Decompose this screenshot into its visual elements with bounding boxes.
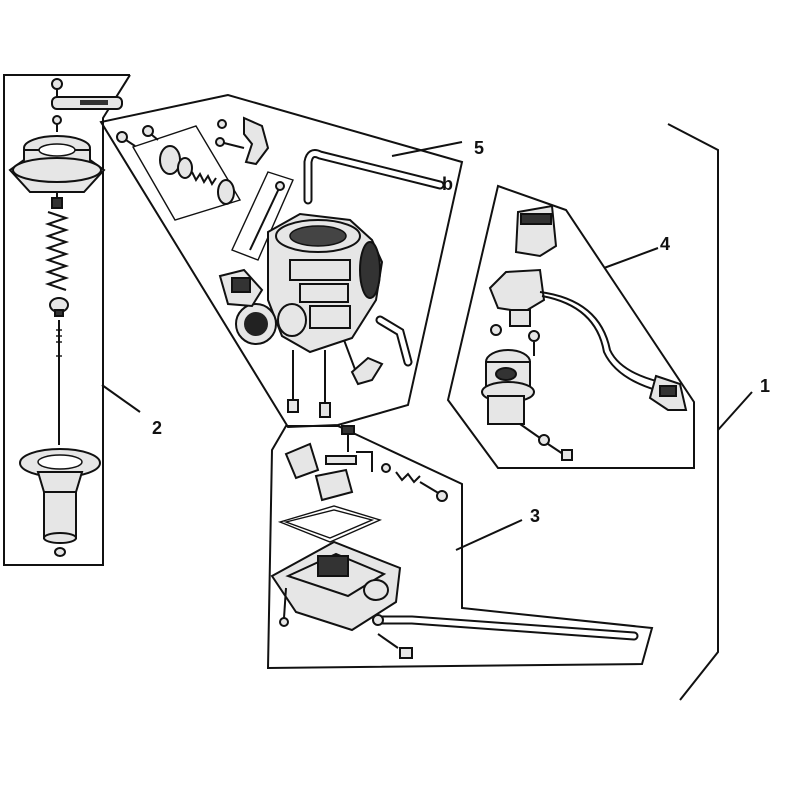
callout-1-leader [717,391,753,431]
vacuum-chamber-cover [8,135,106,193]
group-3-frame [266,425,654,670]
carburetor-body [267,212,384,354]
drain-screw-set [381,463,448,502]
jet-needle [56,320,62,445]
group-5-carburetor-body: b [99,93,464,429]
callout-1: 1 [760,376,770,396]
callout-3: 3 [530,506,540,526]
pilot-screw [231,171,294,261]
callout-4-leader [603,247,659,269]
retaining-plate [51,96,123,110]
choke-plunger-body [481,349,535,425]
diaphragm-piston [19,448,101,557]
group-2-piston-needle [3,74,141,566]
group-4-auto-choke [446,184,695,469]
vent-hose: b [303,149,453,205]
callout-5-leader [391,141,463,157]
idle-screw-set [116,125,242,221]
callout-5: 5 [474,138,484,158]
choke-screws [519,423,573,461]
choke-unit [488,268,546,356]
choke-cap [514,204,558,258]
body-lower-fittings [287,315,413,418]
drain-hose [372,614,639,641]
group-4-frame [446,184,695,469]
callout-4: 4 [660,234,670,254]
float [284,425,357,502]
callout-2: 2 [152,418,162,438]
group-3-float-bowl [266,425,654,670]
choke-connector [648,374,688,411]
group-2-frame [3,74,131,566]
needle-retainer [49,297,69,317]
float-bowl [270,540,402,632]
piston-spring [44,192,70,291]
callout-3-leader [455,519,523,551]
hose-end-tag: b [442,174,453,194]
top-screw [51,78,63,100]
choke-wire [539,291,661,391]
group-1-bracket [667,123,753,701]
intake-port [235,303,307,345]
small-screw [52,115,62,132]
throttle-lever [215,116,270,166]
float-pin [356,451,373,472]
bowl-screws [279,587,413,659]
throttle-pulley [218,268,264,308]
assembly-bracket [667,123,719,701]
callout-2-leader [101,384,141,413]
bowl-gasket [277,505,383,543]
